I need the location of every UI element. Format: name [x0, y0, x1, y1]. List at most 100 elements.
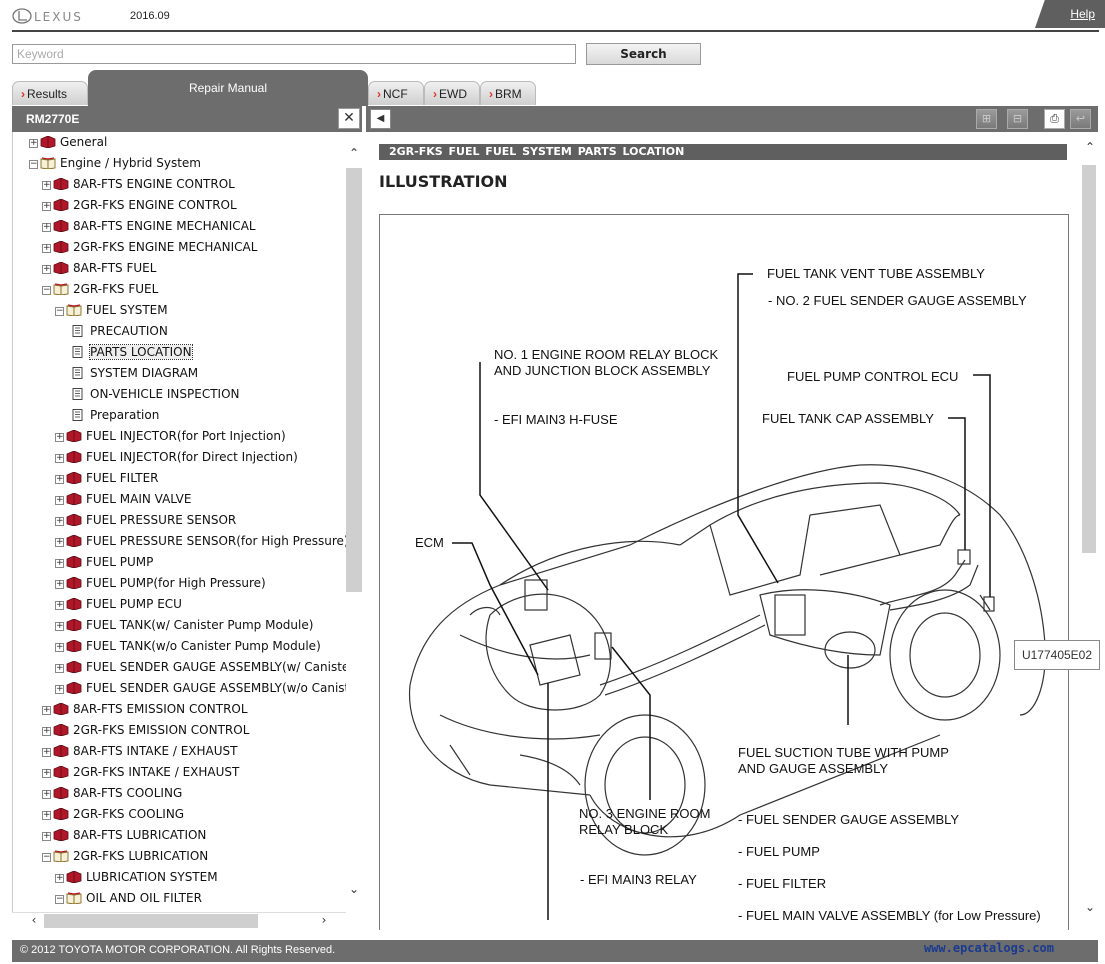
tree-item[interactable]: −2GR-FKS LUBRICATION	[42, 849, 208, 869]
collapse-icon[interactable]: −	[42, 285, 51, 295]
tree-item[interactable]: +LUBRICATION SYSTEM	[55, 870, 218, 890]
tab-ewd[interactable]: ›EWD	[424, 81, 480, 105]
expand-icon[interactable]: +	[55, 873, 64, 883]
expand-icon[interactable]: +	[55, 453, 64, 463]
keyword-input[interactable]	[12, 44, 576, 64]
tree-item[interactable]: +2GR-FKS COOLING	[42, 807, 184, 827]
expand-icon[interactable]: +	[55, 642, 64, 652]
tree-item[interactable]: +FUEL SENDER GAUGE ASSEMBLY(w/ Canister …	[55, 660, 346, 680]
expand-icon[interactable]: +	[55, 621, 64, 631]
expand-icon[interactable]: +	[42, 747, 51, 757]
tree-item[interactable]: +8AR-FTS EMISSION CONTROL	[42, 702, 248, 722]
expand-icon[interactable]: +	[55, 537, 64, 547]
collapse-icon[interactable]: −	[55, 894, 64, 904]
footer-bar: © 2012 TOYOTA MOTOR CORPORATION. All Rig…	[12, 940, 1098, 962]
tree-item[interactable]: +8AR-FTS FUEL	[42, 261, 156, 281]
tree-item[interactable]: +FUEL PUMP ECU	[55, 597, 182, 617]
expand-icon[interactable]: +	[55, 558, 64, 568]
scroll-right-icon[interactable]: ›	[321, 913, 327, 927]
expand-icon[interactable]: +	[55, 579, 64, 589]
expand-icon[interactable]: +	[55, 516, 64, 526]
tree-item[interactable]: +FUEL PUMP(for High Pressure)	[55, 576, 266, 596]
search-button[interactable]: Search	[586, 43, 701, 65]
tree-item[interactable]: +General	[29, 135, 107, 155]
expand-icon[interactable]: +	[55, 432, 64, 442]
expand-icon[interactable]: +	[42, 180, 51, 190]
tree-item[interactable]: +FUEL MAIN VALVE	[55, 492, 191, 512]
collapse-icon[interactable]: −	[42, 852, 51, 862]
expand-icon[interactable]: +	[55, 474, 64, 484]
expand-icon[interactable]: +	[55, 684, 64, 694]
scroll-left-icon[interactable]: ‹	[31, 913, 37, 927]
tree-item[interactable]: +2GR-FKS ENGINE MECHANICAL	[42, 240, 257, 260]
expand-icon[interactable]: +	[55, 600, 64, 610]
tree-item[interactable]: +FUEL FILTER	[55, 471, 159, 491]
expand-icon[interactable]: +	[55, 495, 64, 505]
expand-icon[interactable]: +	[42, 768, 51, 778]
expand-icon[interactable]: +	[29, 138, 38, 148]
expand-icon[interactable]: +	[55, 663, 64, 673]
expand-icon[interactable]: +	[42, 810, 51, 820]
scroll-down-icon[interactable]: ⌄	[348, 882, 360, 896]
tree-item[interactable]: +FUEL INJECTOR(for Direct Injection)	[55, 450, 298, 470]
tree-scroll-thumb[interactable]	[346, 168, 362, 592]
book-closed-icon	[66, 598, 82, 610]
tree-item[interactable]: +FUEL PRESSURE SENSOR(for High Pressure)	[55, 534, 346, 554]
expand-icon[interactable]: +	[42, 831, 51, 841]
callout-fuel-filter: - FUEL FILTER	[738, 876, 827, 891]
collapse-left-icon[interactable]: ◀	[370, 109, 391, 129]
tree-item[interactable]: Preparation	[68, 408, 159, 428]
tree-item[interactable]: +2GR-FKS INTAKE / EXHAUST	[42, 765, 239, 785]
tree-item[interactable]: +8AR-FTS COOLING	[42, 786, 182, 806]
doc-scroll-up-icon[interactable]: ⌃	[1084, 140, 1096, 154]
tree-item[interactable]: +2GR-FKS EMISSION CONTROL	[42, 723, 249, 743]
tree-item[interactable]: +FUEL PRESSURE SENSOR	[55, 513, 236, 533]
expand-icon[interactable]: +	[42, 705, 51, 715]
collapse-icon[interactable]: −	[29, 159, 38, 169]
tree-item-label: PARTS LOCATION	[89, 344, 193, 360]
print-icon[interactable]: ⎙	[1044, 109, 1065, 129]
tree-item[interactable]: PRECAUTION	[68, 324, 168, 344]
book-closed-icon	[66, 430, 82, 442]
doc-scroll-down-icon[interactable]: ⌄	[1084, 900, 1096, 914]
book-closed-icon	[53, 262, 69, 274]
tree-item[interactable]: +8AR-FTS INTAKE / EXHAUST	[42, 744, 238, 764]
expand-icon[interactable]: +	[42, 201, 51, 211]
tab-results[interactable]: ›Results	[12, 81, 88, 105]
tree-item[interactable]: +FUEL TANK(w/o Canister Pump Module)	[55, 639, 321, 659]
tab-brm[interactable]: ›BRM	[480, 81, 536, 105]
help-link[interactable]: Help	[1070, 7, 1095, 21]
tree-item[interactable]: ON-VEHICLE INSPECTION	[68, 387, 239, 407]
tree-item[interactable]: +FUEL INJECTOR(for Port Injection)	[55, 429, 286, 449]
tree-item[interactable]: −OIL AND OIL FILTER	[55, 891, 202, 911]
tree-item[interactable]: −FUEL SYSTEM	[55, 303, 168, 323]
scroll-up-icon[interactable]: ⌃	[348, 146, 360, 160]
collapse-icon[interactable]: −	[55, 306, 64, 316]
expand-icon[interactable]: +	[42, 264, 51, 274]
tree-item[interactable]: PARTS LOCATION	[68, 344, 193, 365]
tree-item[interactable]: −Engine / Hybrid System	[29, 156, 201, 176]
expand-icon[interactable]: +	[42, 222, 51, 232]
tree-hscroll-thumb[interactable]	[44, 914, 258, 928]
tree-item[interactable]: +FUEL PUMP	[55, 555, 153, 575]
tree-item[interactable]: +FUEL SENDER GAUGE ASSEMBLY(w/o Canister	[55, 681, 346, 701]
collapse-all-icon[interactable]: ⊟	[1007, 109, 1028, 129]
tab-repair-manual[interactable]: Repair Manual	[88, 70, 368, 106]
tree-item[interactable]: +8AR-FTS LUBRICATION	[42, 828, 206, 848]
illustration-code: U177405E02	[1014, 640, 1100, 670]
expand-icon[interactable]: +	[42, 789, 51, 799]
tree-item[interactable]: +8AR-FTS ENGINE CONTROL	[42, 177, 235, 197]
tree-item[interactable]: +2GR-FKS ENGINE CONTROL	[42, 198, 237, 218]
tab-ncf[interactable]: ›NCF	[368, 81, 424, 105]
document-scroll-thumb[interactable]	[1082, 165, 1096, 553]
book-closed-icon	[66, 472, 82, 484]
expand-icon[interactable]: +	[42, 726, 51, 736]
tree-item[interactable]: +8AR-FTS ENGINE MECHANICAL	[42, 219, 256, 239]
tree-item[interactable]: SYSTEM DIAGRAM	[68, 366, 198, 386]
expand-all-icon[interactable]: ⊞	[976, 109, 997, 129]
close-panel-button[interactable]: ✕	[338, 108, 360, 129]
expand-icon[interactable]: +	[42, 243, 51, 253]
return-icon[interactable]: ↩	[1070, 109, 1091, 129]
tree-item[interactable]: −2GR-FKS FUEL	[42, 282, 158, 302]
tree-item[interactable]: +FUEL TANK(w/ Canister Pump Module)	[55, 618, 313, 638]
